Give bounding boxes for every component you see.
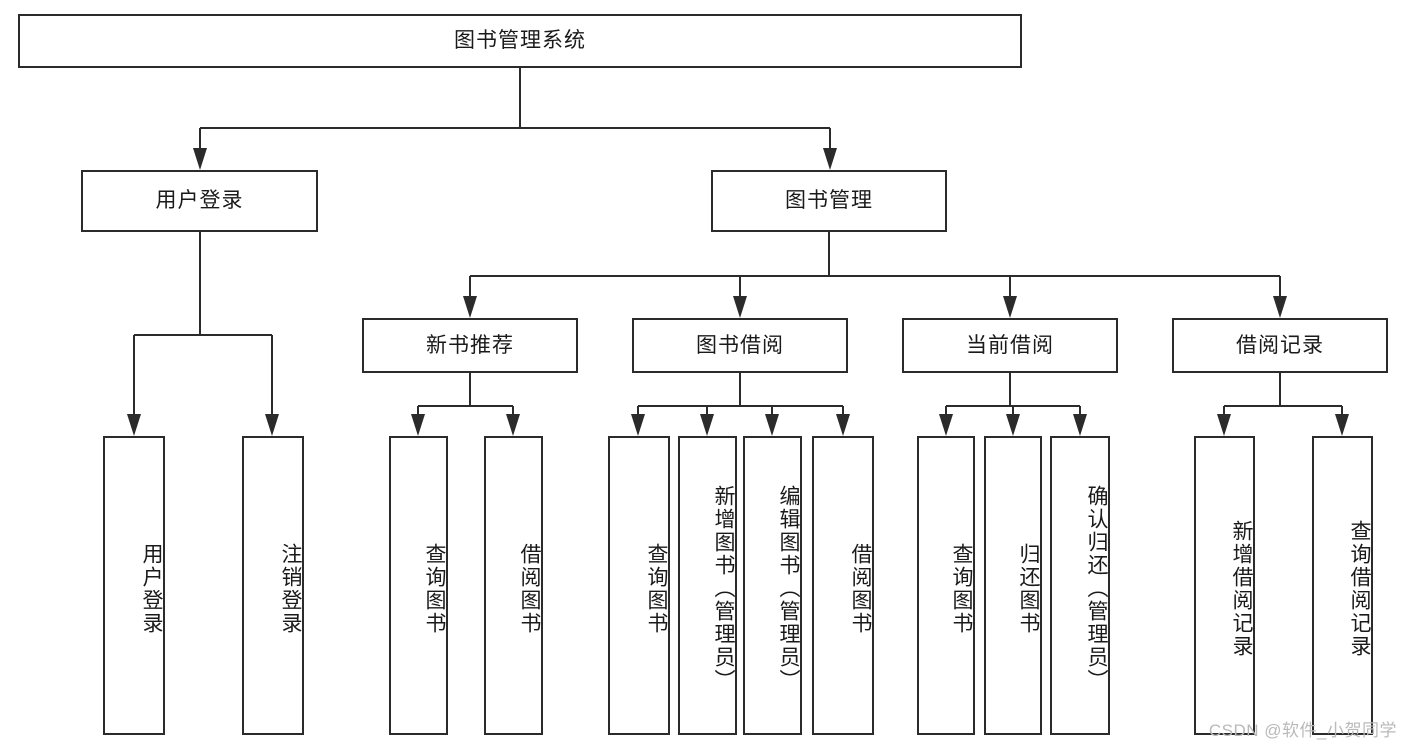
node-leaf-add-book[interactable]: 新增图书（管理员） (678, 436, 737, 735)
arrowhead (823, 148, 837, 170)
node-label: 查询图书 (645, 542, 668, 635)
node-label: 新增借阅记录 (1230, 519, 1253, 658)
node-leaf-query-book-1[interactable]: 查询图书 (389, 436, 448, 735)
node-label: 借阅记录 (1236, 333, 1324, 357)
node-leaf-logout[interactable]: 注销登录 (242, 436, 304, 735)
node-leaf-query-book-2[interactable]: 查询图书 (608, 436, 670, 735)
node-leaf-return-book[interactable]: 归还图书 (984, 436, 1042, 735)
node-root[interactable]: 图书管理系统 (18, 14, 1022, 68)
node-label: 新增图书（管理员） (712, 485, 735, 692)
node-label: 查询借阅记录 (1348, 519, 1371, 658)
node-leaf-confirm-return[interactable]: 确认归还（管理员） (1050, 436, 1110, 735)
node-label: 用户登录 (140, 542, 163, 635)
arrowhead (1217, 414, 1231, 436)
node-label: 确认归还（管理员） (1085, 485, 1108, 692)
node-label: 新书推荐 (426, 333, 514, 357)
arrowhead (265, 414, 279, 436)
arrowhead (631, 414, 645, 436)
node-borrow-record[interactable]: 借阅记录 (1172, 318, 1388, 373)
arrowhead (463, 296, 477, 318)
arrowhead (1003, 296, 1017, 318)
node-label: 归还图书 (1017, 542, 1040, 635)
node-leaf-edit-book[interactable]: 编辑图书（管理员） (743, 436, 802, 735)
node-leaf-add-record[interactable]: 新增借阅记录 (1194, 436, 1255, 735)
arrowhead (1006, 414, 1020, 436)
arrowhead (836, 414, 850, 436)
arrowhead (939, 414, 953, 436)
node-leaf-borrow-book-1[interactable]: 借阅图书 (484, 436, 543, 735)
node-label: 图书管理 (785, 189, 873, 213)
node-label: 借阅图书 (518, 542, 541, 635)
node-current-borrow[interactable]: 当前借阅 (902, 318, 1118, 373)
node-book-manage[interactable]: 图书管理 (711, 170, 947, 232)
node-label: 编辑图书（管理员） (777, 485, 800, 692)
node-leaf-user-login[interactable]: 用户登录 (103, 436, 165, 735)
node-book-borrow[interactable]: 图书借阅 (632, 318, 848, 373)
node-label: 注销登录 (279, 542, 302, 635)
arrowhead (1335, 414, 1349, 436)
node-new-book-recommend[interactable]: 新书推荐 (362, 318, 578, 373)
arrowhead (765, 414, 779, 436)
watermark: CSDN @软件_小贺同学 (1208, 721, 1397, 740)
node-label: 用户登录 (155, 189, 244, 213)
node-user-login[interactable]: 用户登录 (81, 170, 318, 232)
node-label: 借阅图书 (849, 542, 872, 635)
node-label: 图书借阅 (696, 333, 784, 357)
arrowhead (411, 414, 425, 436)
node-leaf-query-record[interactable]: 查询借阅记录 (1312, 436, 1373, 735)
node-label: 当前借阅 (966, 333, 1054, 357)
node-leaf-query-book-3[interactable]: 查询图书 (917, 436, 975, 735)
arrowhead (1273, 296, 1287, 318)
arrowhead (193, 148, 207, 170)
node-label: 查询图书 (423, 542, 446, 635)
arrowhead (733, 296, 747, 318)
node-leaf-borrow-book-2[interactable]: 借阅图书 (812, 436, 874, 735)
arrowhead (506, 414, 520, 436)
node-label: 图书管理系统 (454, 29, 586, 53)
arrowhead (1073, 414, 1087, 436)
arrowhead (700, 414, 714, 436)
arrowhead (127, 414, 141, 436)
node-label: 查询图书 (950, 542, 973, 635)
